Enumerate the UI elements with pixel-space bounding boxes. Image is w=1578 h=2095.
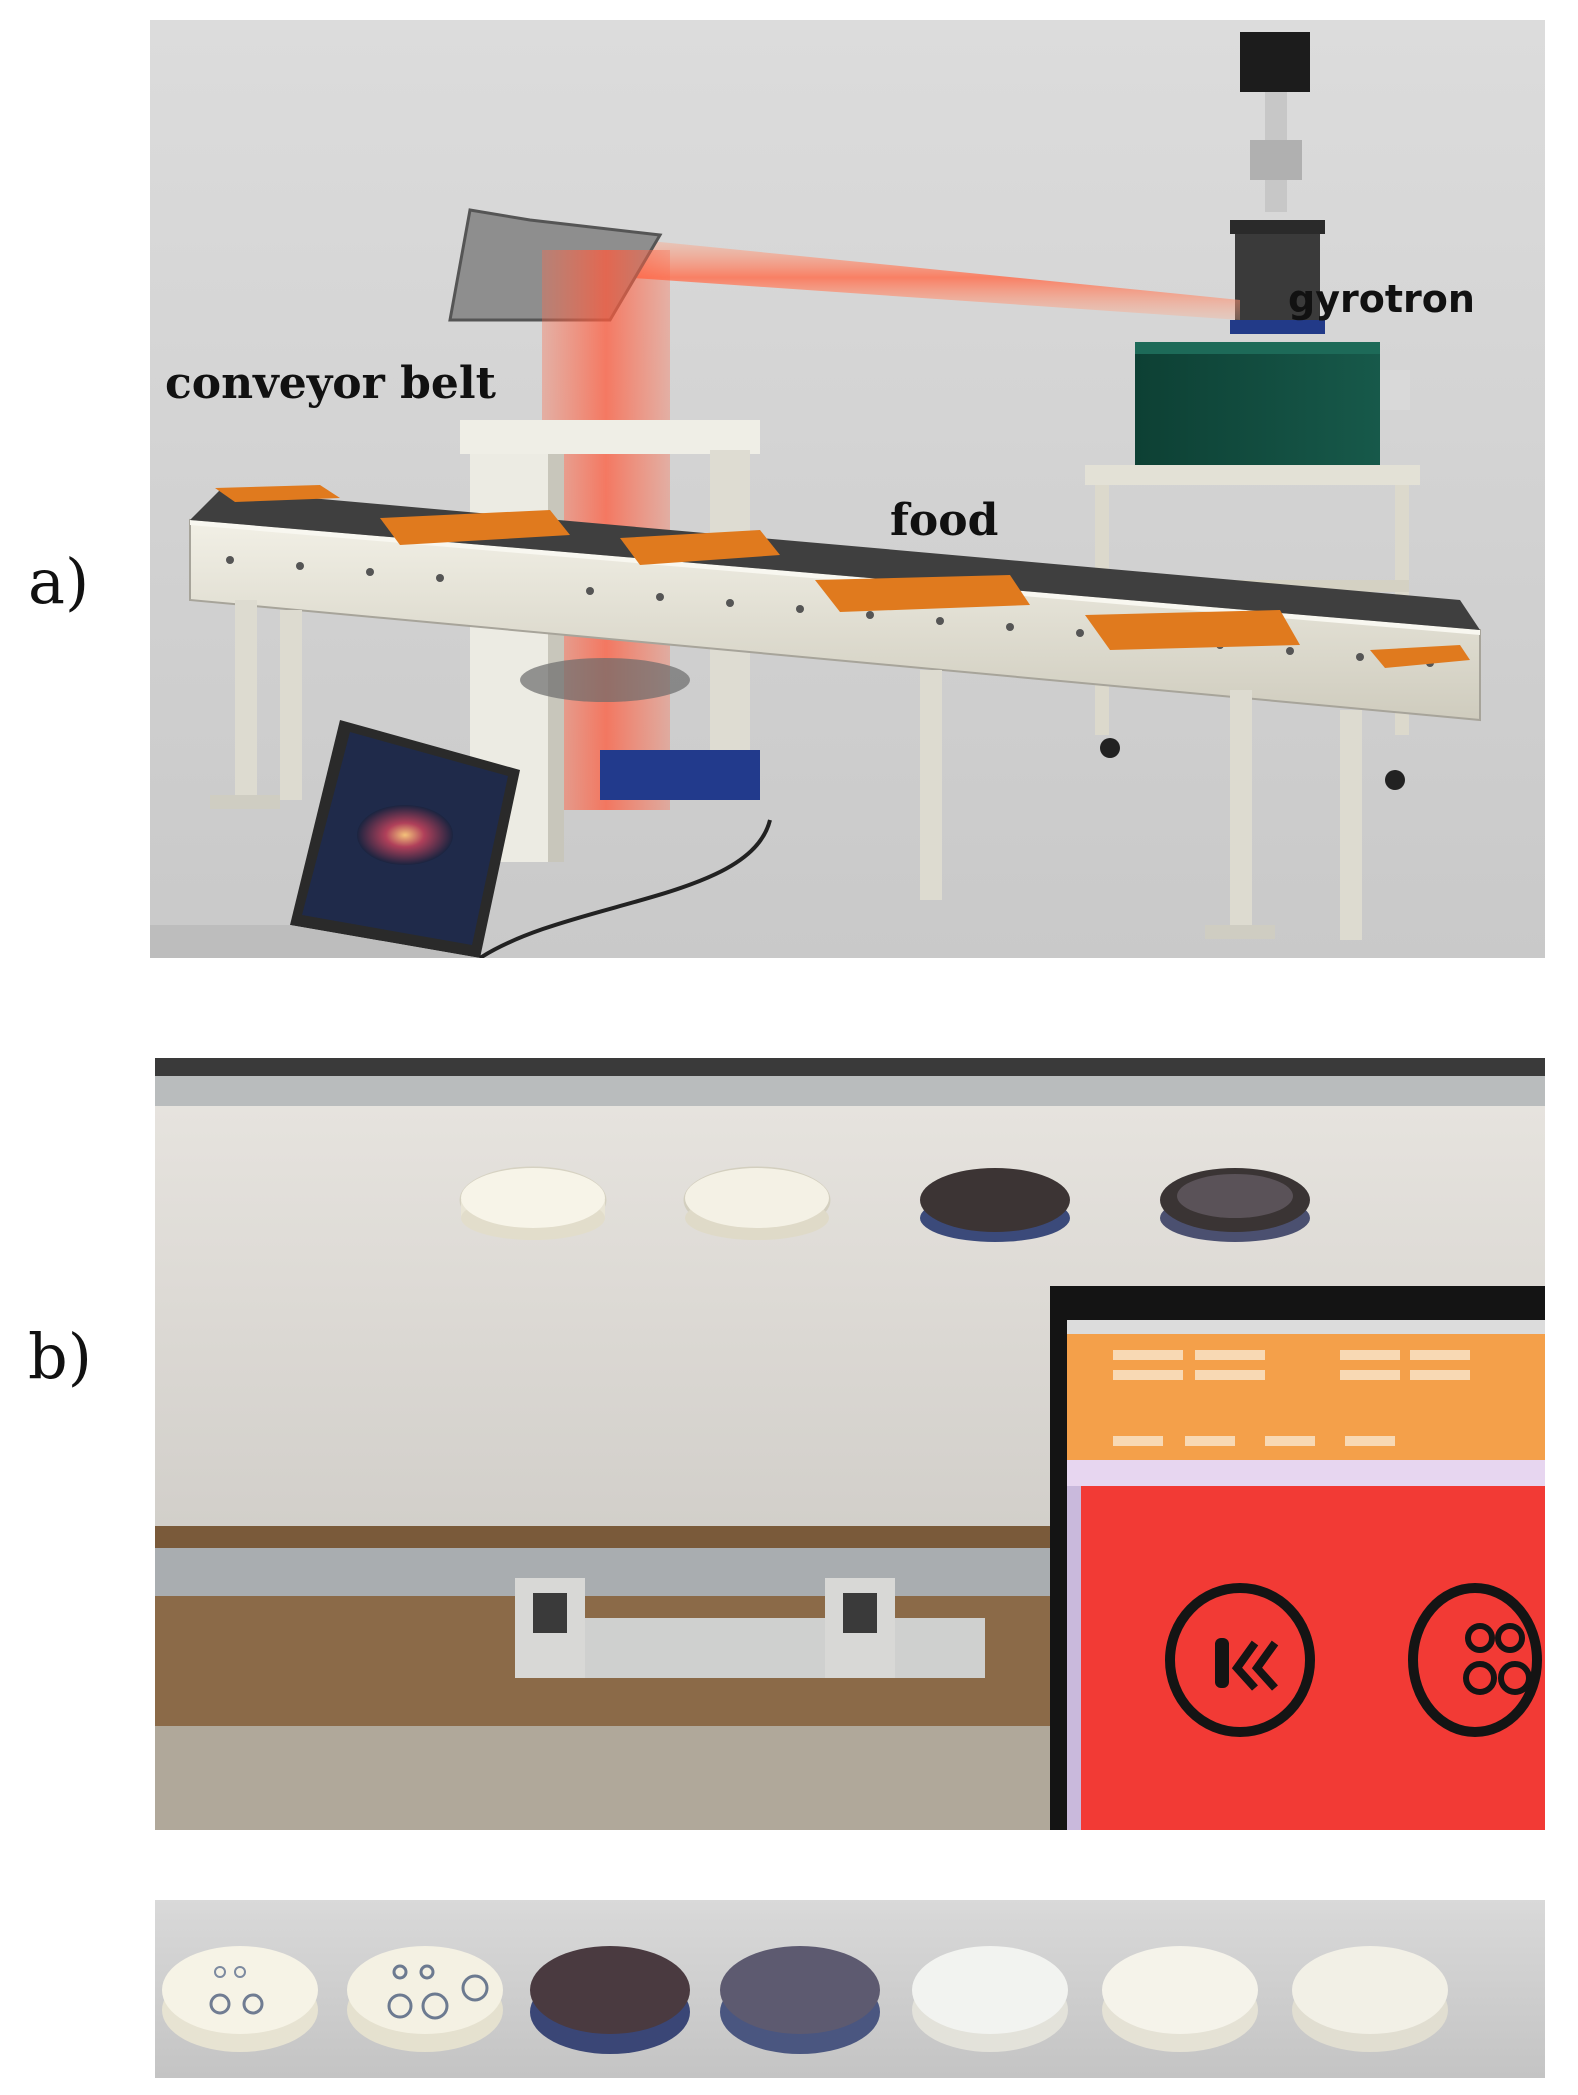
sample-dish-row xyxy=(162,1946,1448,2054)
monitor xyxy=(1050,1286,1545,1830)
sample-dishes xyxy=(459,1166,1310,1242)
laptop xyxy=(150,720,520,958)
conveyor-photo xyxy=(155,1058,1545,1830)
samples-strip-photo xyxy=(155,1900,1545,2078)
panel-b-label: b) xyxy=(28,1320,92,1393)
conveyor-scene: conveyor belt food gyrotron xyxy=(150,20,1545,958)
sensor-bracket xyxy=(515,1578,985,1678)
food-label: food xyxy=(890,495,998,546)
food-items xyxy=(215,485,1470,668)
gyrotron-device xyxy=(1085,32,1420,790)
gyrotron-label: gyrotron xyxy=(1288,277,1475,321)
conveyor-belt-label: conveyor belt xyxy=(165,358,497,409)
panel-b-photo xyxy=(155,1058,1545,1830)
samples-strip xyxy=(155,1900,1545,2078)
microwave-beam-horizontal xyxy=(590,235,1240,320)
panel-a-illustration: conveyor belt food gyrotron xyxy=(150,20,1545,958)
panel-a-label: a) xyxy=(28,545,90,618)
